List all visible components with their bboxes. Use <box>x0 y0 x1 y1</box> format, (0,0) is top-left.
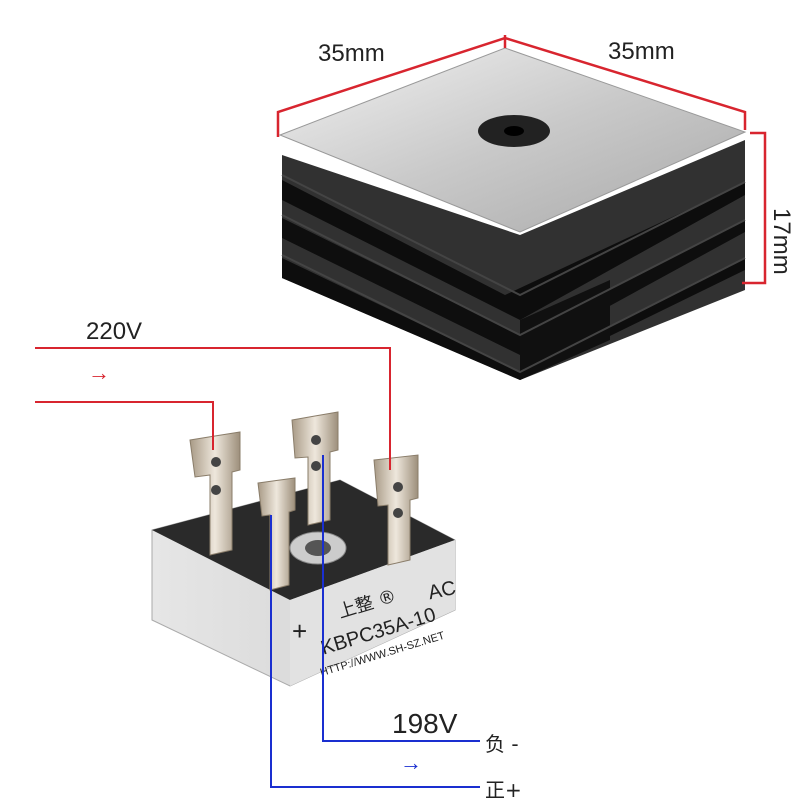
height-label: 17mm <box>768 208 795 275</box>
negative-label: 负 - <box>485 732 519 756</box>
wiring-lines <box>35 347 480 788</box>
dc-arrow-icon: → <box>400 750 422 775</box>
ac-line-1 <box>35 347 391 470</box>
plus-mark: + <box>292 616 307 646</box>
width-label-left: 35mm <box>318 40 385 67</box>
positive-line <box>270 515 480 788</box>
ac-arrow-icon: → <box>88 360 110 385</box>
bridge-rectifier: 上整 ® KBPC35A-10 HTTP://WWW.SH-SZ.NET + A… <box>151 411 458 687</box>
negative-line <box>322 455 480 742</box>
dimension-lines <box>276 35 767 285</box>
pin-positive <box>257 477 296 591</box>
input-voltage-label: 220V <box>86 318 143 345</box>
output-voltage-label: 198V <box>392 708 458 739</box>
width-label-right: 35mm <box>608 38 675 65</box>
positive-label: 正+ <box>485 778 522 802</box>
ac-line-2 <box>35 401 214 450</box>
heatsink <box>278 47 747 380</box>
